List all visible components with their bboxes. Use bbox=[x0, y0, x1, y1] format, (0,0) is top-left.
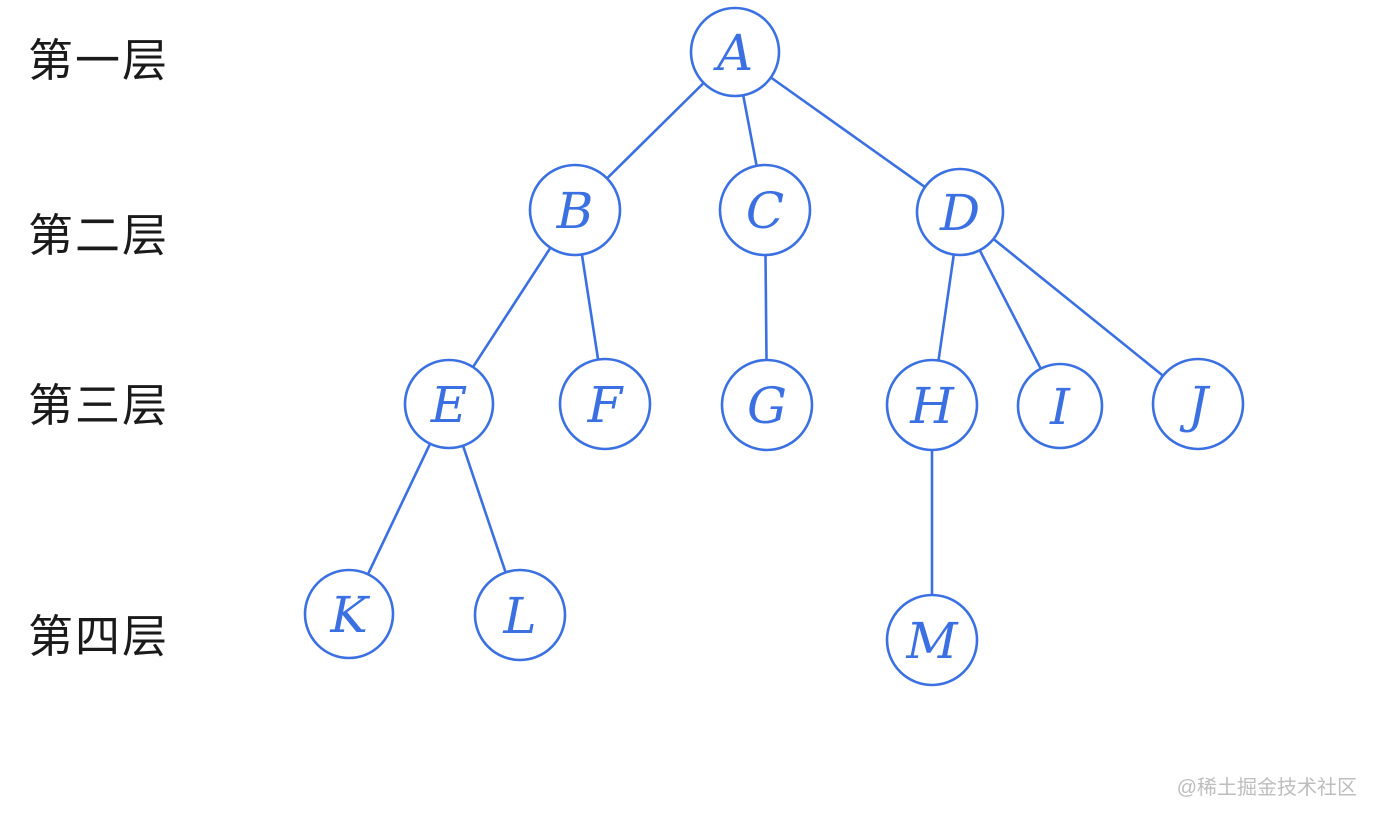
edge-A-D bbox=[769, 76, 927, 189]
tree-node-B bbox=[528, 163, 622, 257]
tree-node-F bbox=[558, 357, 652, 451]
tree-node-M bbox=[885, 593, 979, 687]
tree-node-D bbox=[915, 167, 1005, 257]
edge-E-L bbox=[461, 444, 507, 574]
level-label-2: 第二层 bbox=[28, 210, 170, 261]
node-label-I: I bbox=[1049, 378, 1071, 436]
level-label-4: 第四层 bbox=[28, 611, 170, 662]
edge-D-J bbox=[992, 237, 1165, 378]
level-label-3: 第三层 bbox=[28, 380, 170, 431]
edge-B-F bbox=[580, 253, 600, 361]
node-label-B: B bbox=[556, 182, 594, 240]
tree-node-H bbox=[885, 358, 979, 452]
node-label-E: E bbox=[430, 376, 468, 434]
edge-D-I bbox=[978, 248, 1043, 371]
edge-C-G bbox=[764, 253, 768, 362]
edge-D-H bbox=[937, 253, 956, 362]
watermark-text: @稀土掘金技术社区 bbox=[1176, 777, 1357, 799]
tree-node-J bbox=[1151, 357, 1245, 451]
tree-node-I bbox=[1016, 362, 1104, 450]
node-label-G: G bbox=[747, 377, 787, 435]
tree-node-E bbox=[403, 358, 495, 450]
node-label-C: C bbox=[746, 182, 784, 240]
edge-A-C bbox=[741, 93, 758, 168]
node-label-F: F bbox=[587, 376, 625, 434]
node-label-L: L bbox=[502, 587, 536, 645]
tree-node-G bbox=[720, 358, 814, 452]
level-label-1: 第一层 bbox=[28, 35, 170, 86]
edge-A-B bbox=[605, 81, 706, 180]
node-label-M: M bbox=[905, 612, 959, 670]
edge-E-K bbox=[366, 442, 432, 576]
node-label-A: A bbox=[713, 24, 753, 82]
tree-node-A bbox=[689, 6, 781, 98]
edge-B-E bbox=[471, 246, 552, 369]
node-label-K: K bbox=[329, 586, 370, 644]
node-label-D: D bbox=[939, 184, 980, 242]
tree-node-C bbox=[718, 163, 812, 257]
tree-node-L bbox=[473, 568, 567, 662]
tree-node-K bbox=[303, 568, 395, 660]
node-label-H: H bbox=[909, 377, 955, 435]
